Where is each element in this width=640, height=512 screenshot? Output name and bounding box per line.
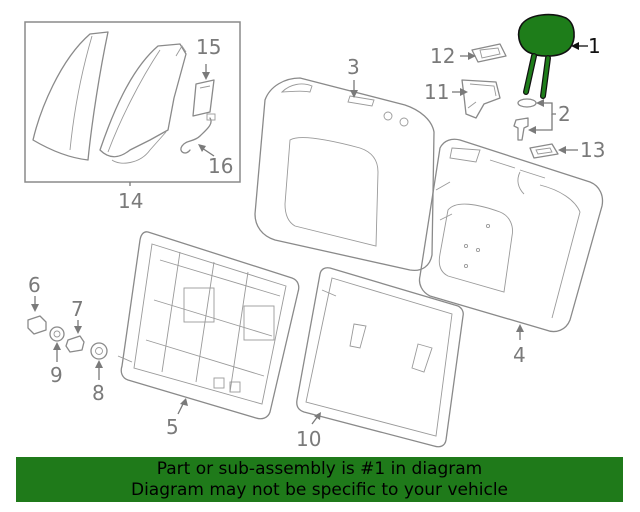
seat-frame-5 xyxy=(117,231,300,420)
callout-8: 8 xyxy=(92,381,105,405)
fastener-6 xyxy=(27,315,47,335)
headrest-guide-11 xyxy=(461,79,501,119)
guide-cap-13 xyxy=(529,143,559,159)
seat-back-pad-4 xyxy=(418,138,604,333)
back-panel-10 xyxy=(296,267,464,448)
callout-10: 10 xyxy=(296,427,321,451)
banner-line-1: Part or sub-assembly is #1 in diagram xyxy=(156,459,483,479)
callout-9: 9 xyxy=(50,363,63,387)
callout-7: 7 xyxy=(71,297,84,321)
guide-cap-12 xyxy=(471,43,507,63)
callout-labels: 1 2 3 4 5 6 7 8 9 10 11 12 13 14 15 16 xyxy=(28,34,605,451)
callout-1: 1 xyxy=(588,34,601,58)
headrest-1-highlighted[interactable] xyxy=(517,13,575,99)
info-banner: Part or sub-assembly is #1 in diagram Di… xyxy=(16,457,623,502)
fastener-7 xyxy=(65,335,85,353)
callout-12: 12 xyxy=(430,44,455,68)
leader-lines xyxy=(31,42,588,425)
callout-15: 15 xyxy=(196,35,221,59)
callout-11: 11 xyxy=(424,80,449,104)
callout-13: 13 xyxy=(580,138,605,162)
fastener-9 xyxy=(49,326,65,342)
callout-4: 4 xyxy=(513,343,526,367)
callout-16: 16 xyxy=(208,154,233,178)
callout-2: 2 xyxy=(558,102,571,126)
inset-box-14 xyxy=(24,21,241,183)
callout-3: 3 xyxy=(347,55,360,79)
fastener-8 xyxy=(90,342,108,360)
callout-14: 14 xyxy=(118,189,143,213)
guide-sleeve-2 xyxy=(513,98,537,141)
callout-5: 5 xyxy=(166,415,179,439)
seat-back-cover-3 xyxy=(254,77,435,272)
banner-line-2: Diagram may not be specific to your vehi… xyxy=(130,480,508,500)
parts-diagram: 1 2 3 4 5 6 7 8 9 10 11 12 13 14 15 16 xyxy=(24,13,605,451)
callout-6: 6 xyxy=(28,273,41,297)
